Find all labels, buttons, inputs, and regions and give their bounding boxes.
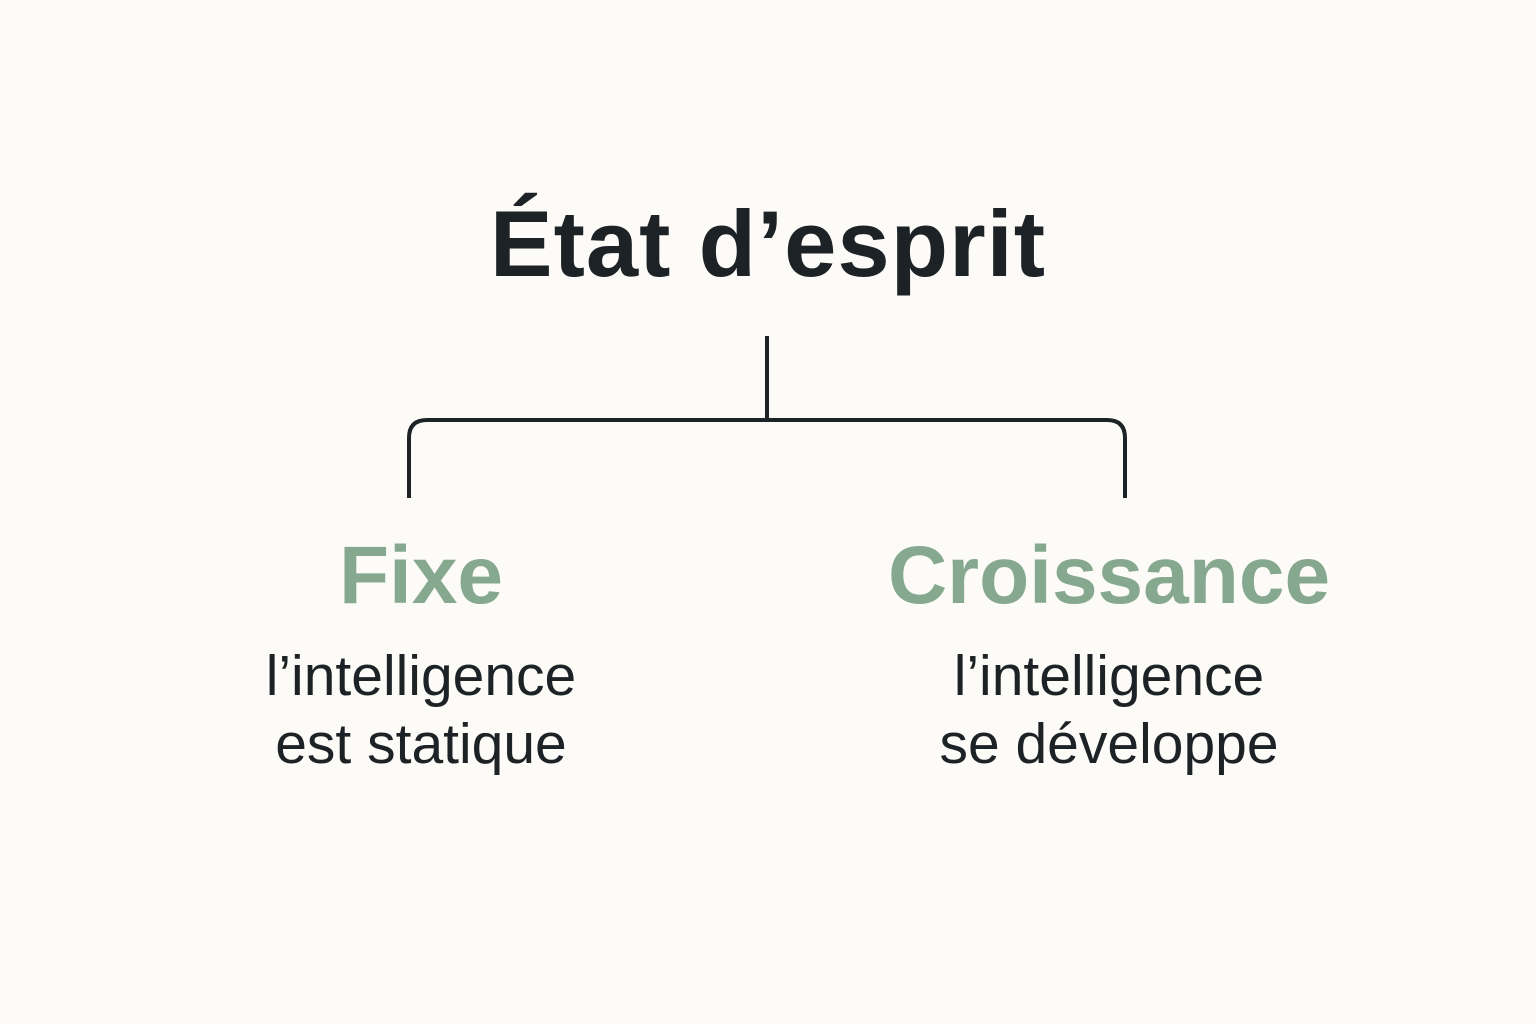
branch-fixed: Fixe l’intelligence est statique [266,528,577,778]
description-line: l’intelligence [265,644,577,708]
connector-bracket [407,418,1127,498]
branch-label-fixed: Fixe [338,530,504,621]
branch-description-fixed: l’intelligence est statique [266,642,577,778]
branch-growth: Croissance l’intelligence se développe [888,528,1330,778]
description-line: l’intelligence [953,644,1265,708]
diagram-title: État d’esprit [489,191,1047,296]
branch-description-growth: l’intelligence se développe [888,642,1330,778]
description-line: se développe [939,712,1279,776]
description-line: est statique [275,712,567,776]
branch-label-growth: Croissance [887,530,1331,621]
